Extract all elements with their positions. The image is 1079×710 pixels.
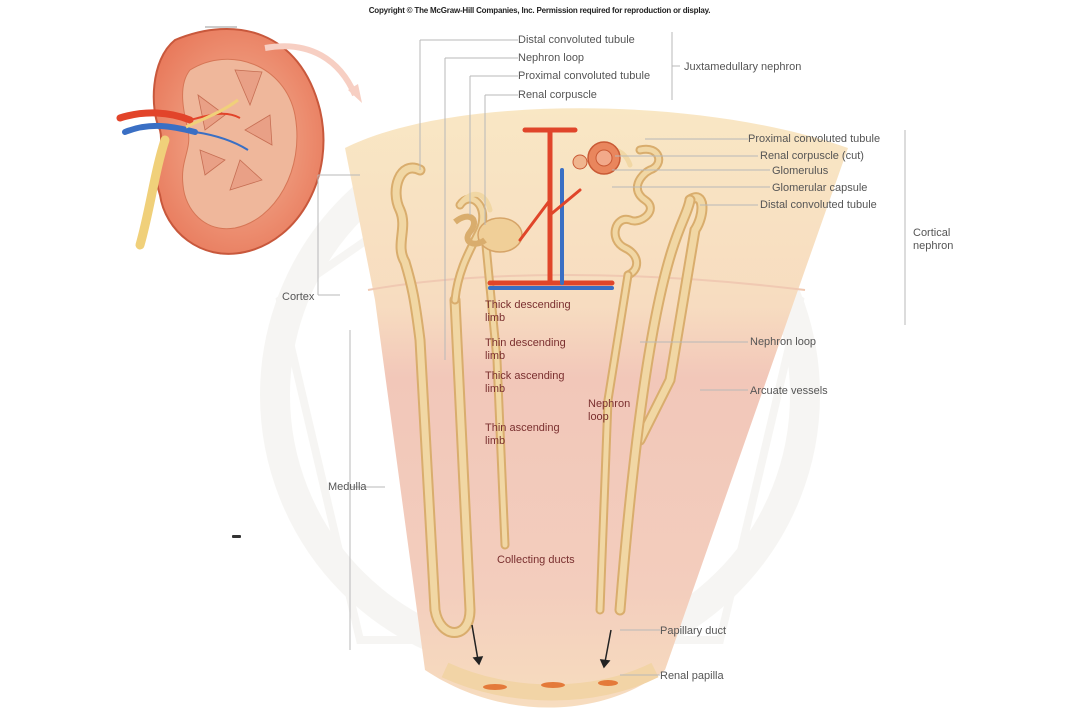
- label-cortical-nephron: Cortical nephron: [913, 227, 973, 253]
- label-thin-descending-limb: Thin descending limb: [485, 337, 580, 363]
- label-collecting-ducts: Collecting ducts: [497, 554, 575, 567]
- label-nephron-loop-right: Nephron loop: [750, 336, 816, 349]
- label-thick-ascending-limb: Thick ascending limb: [485, 370, 580, 396]
- label-juxtamedullary-nephron: Juxtamedullary nephron: [684, 61, 801, 74]
- label-renal-corpuscle-cut: Renal corpuscle (cut): [760, 150, 864, 163]
- label-proximal-convoluted-tubule-top: Proximal convoluted tubule: [518, 70, 650, 83]
- label-glomerulus: Glomerulus: [772, 165, 828, 178]
- kidney-illustration: [120, 27, 323, 254]
- label-papillary-duct: Papillary duct: [660, 625, 726, 638]
- label-nephron-loop-top: Nephron loop: [518, 52, 584, 65]
- label-thin-ascending-limb: Thin ascending limb: [485, 422, 580, 448]
- label-nephron-loop-middle: Nephron loop: [588, 398, 648, 424]
- label-cortex: Cortex: [282, 291, 314, 304]
- label-renal-papilla: Renal papilla: [660, 670, 724, 683]
- label-arcuate-vessels: Arcuate vessels: [750, 385, 828, 398]
- label-medulla: Medulla: [328, 481, 367, 494]
- label-proximal-convoluted-tubule-right: Proximal convoluted tubule: [748, 133, 880, 146]
- label-renal-corpuscle-top: Renal corpuscle: [518, 89, 597, 102]
- label-distal-convoluted-tubule-top: Distal convoluted tubule: [518, 34, 635, 47]
- stray-mark: [232, 535, 241, 538]
- label-glomerular-capsule: Glomerular capsule: [772, 182, 867, 195]
- label-distal-convoluted-tubule-right: Distal convoluted tubule: [760, 199, 877, 212]
- label-thick-descending-limb: Thick descending limb: [485, 299, 580, 325]
